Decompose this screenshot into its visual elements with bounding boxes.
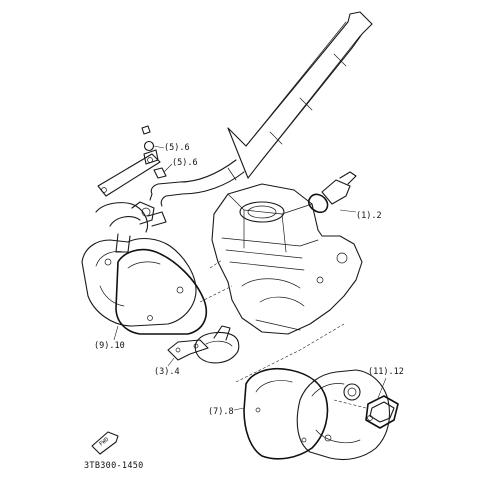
callout-thermostat: (1).2 xyxy=(356,211,382,221)
callout-bolt-top: (5).6 xyxy=(164,143,190,153)
left-crankcase-cover xyxy=(81,237,197,327)
muffler-bracket xyxy=(97,153,161,197)
bolt-top xyxy=(141,125,159,165)
right-crankcase-cover xyxy=(296,369,391,461)
nut-lower xyxy=(153,167,167,179)
callout-small-gasket: (11).12 xyxy=(368,367,404,377)
diagram-part-code: 3TB300-1450 xyxy=(84,461,144,471)
muffler xyxy=(227,11,373,179)
front-badge-label: FWD xyxy=(99,437,111,448)
oil-strainer xyxy=(194,325,240,364)
callout-mount-bracket: (3).4 xyxy=(154,367,180,377)
mount-bracket xyxy=(167,339,209,361)
engine-block xyxy=(211,183,363,335)
exhaust-pipe xyxy=(149,159,245,207)
callout-crankcase-gasket: (9).10 xyxy=(94,341,125,351)
front-direction-badge: FWD xyxy=(91,431,119,455)
right-cover-gasket xyxy=(243,368,329,460)
hose-assembly xyxy=(95,201,167,253)
thermostat-housing xyxy=(307,171,357,214)
small-cover-gasket xyxy=(365,395,399,429)
leader-lines xyxy=(113,145,387,411)
explosion-lines xyxy=(199,259,367,409)
callout-nut-lower: (5).6 xyxy=(172,158,198,168)
crankcase-gasket xyxy=(115,248,208,335)
callout-right-gasket: (7).8 xyxy=(208,407,234,417)
